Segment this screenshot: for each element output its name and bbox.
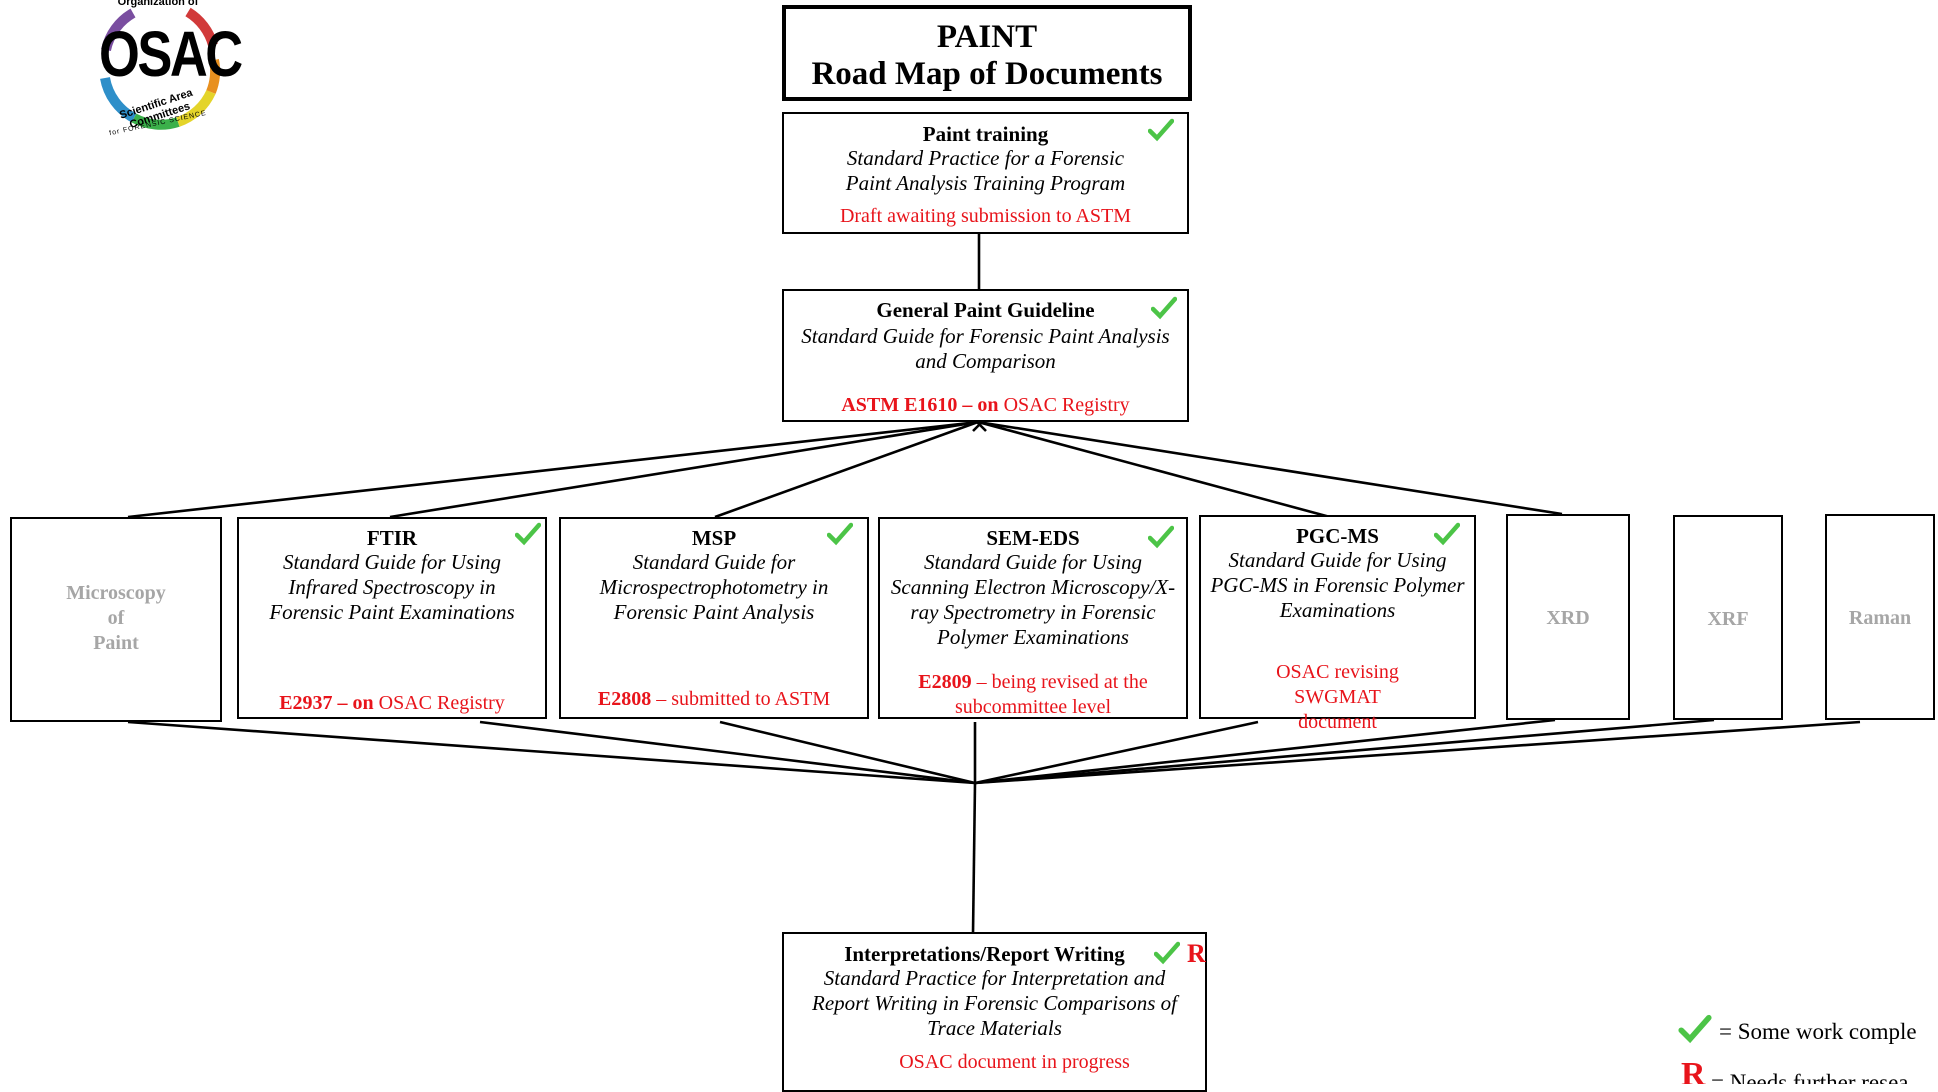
pgcms-status: OSAC revising SWGMAT document (1276, 661, 1399, 733)
msp-status-code: E2808 (597, 688, 652, 710)
msp-box: MSP Standard Guide for Microspectrophoto… (559, 517, 869, 719)
ftir-status-code: E2937 – on (279, 692, 374, 714)
osac-logo-text: OSAC (98, 18, 243, 90)
osac-logo-top-arc: Organization of (117, 0, 199, 8)
pgcms-title: PGC-MS (1296, 524, 1379, 548)
check-icon (1154, 941, 1180, 965)
general-paint-title: General Paint Guideline (876, 298, 1095, 322)
microscopy-label-1: Microscopy (66, 582, 166, 604)
microscopy-label-2: of (107, 607, 125, 629)
check-icon (1678, 1014, 1712, 1044)
xrf-label: XRF (1707, 608, 1749, 630)
msp-status-text: – submitted to ASTM (651, 688, 831, 710)
paint-training-box: Paint training Standard Practice for a F… (782, 112, 1189, 234)
interp-status: OSAC document in progress (899, 1051, 1130, 1073)
check-icon (1148, 525, 1174, 549)
msp-desc: Standard Guide for Microspectrophotometr… (599, 550, 829, 624)
semeds-status-code: E2809 (918, 671, 972, 693)
pgcms-desc: Standard Guide for Using PGC-MS in Foren… (1210, 548, 1465, 622)
general-paint-box: General Paint Guideline Standard Guide f… (782, 289, 1189, 422)
general-paint-status: ASTM E1610 – on OSAC Registry (784, 393, 1187, 418)
ftir-desc: Standard Guide for Using Infrared Spectr… (269, 550, 515, 624)
interp-box: Interpretations/Report Writing Standard … (782, 932, 1207, 1092)
general-paint-desc: Standard Guide for Forensic Paint Analys… (801, 324, 1170, 373)
legend-r-symbol: R (1681, 1056, 1706, 1085)
interp-desc: Standard Practice for Interpretation and… (812, 966, 1177, 1040)
interp-title: Interpretations/Report Writing (844, 942, 1125, 966)
raman-box: Raman (1825, 514, 1935, 720)
general-paint-status-text: OSAC Registry (998, 394, 1130, 416)
check-icon (1148, 118, 1174, 142)
semeds-title: SEM-EDS (986, 526, 1080, 550)
page-title: PAINT (936, 19, 1038, 55)
research-r-mark: R (1187, 939, 1206, 968)
paint-training-title: Paint training (922, 122, 1049, 146)
osac-logo: OSAC Organization of Scientific Area Com… (78, 0, 243, 150)
page-subtitle: Road Map of Documents (811, 56, 1163, 92)
msp-title: MSP (691, 526, 737, 550)
check-icon (1151, 296, 1177, 320)
ftir-status: E2937 – on OSAC Registry (239, 691, 545, 716)
legend: = Some work comple R = Needs further res… (1675, 1012, 1938, 1084)
semeds-desc: Standard Guide for Using Scanning Electr… (890, 550, 1176, 649)
legend-r-text: = Needs further resea (1711, 1070, 1909, 1084)
ftir-title: FTIR (366, 526, 418, 550)
paint-training-status: Draft awaiting submission to ASTM (839, 205, 1132, 227)
raman-label: Raman (1848, 607, 1912, 629)
legend-check-text: = Some work comple (1719, 1019, 1917, 1044)
pgcms-box: PGC-MS Standard Guide for Using PGC-MS i… (1199, 515, 1476, 733)
ftir-box: FTIR Standard Guide for Using Infrared S… (237, 517, 547, 719)
msp-status: E2808 – submitted to ASTM (561, 687, 867, 712)
xrf-box: XRF (1673, 515, 1783, 720)
osac-logo-ring (100, 7, 221, 130)
semeds-status-text: – being revised at the subcommittee leve… (954, 671, 1148, 718)
paint-training-desc: Standard Practice for a Forensic Paint A… (845, 146, 1126, 195)
xrd-label: XRD (1546, 607, 1590, 629)
xrd-box: XRD (1506, 514, 1630, 720)
general-paint-status-code: ASTM E1610 – on (841, 394, 999, 416)
semeds-status: E2809 – being revised at the subcommitte… (880, 670, 1186, 720)
check-icon (515, 522, 541, 546)
check-icon (827, 522, 853, 546)
microscopy-label-3: Paint (93, 632, 139, 654)
ftir-status-text: OSAC Registry (373, 692, 505, 714)
semeds-box: SEM-EDS Standard Guide for Using Scannin… (878, 517, 1188, 719)
page-title-box: PAINT Road Map of Documents (782, 5, 1192, 101)
microscopy-box: Microscopy of Paint (10, 517, 222, 722)
check-icon (1434, 522, 1460, 546)
